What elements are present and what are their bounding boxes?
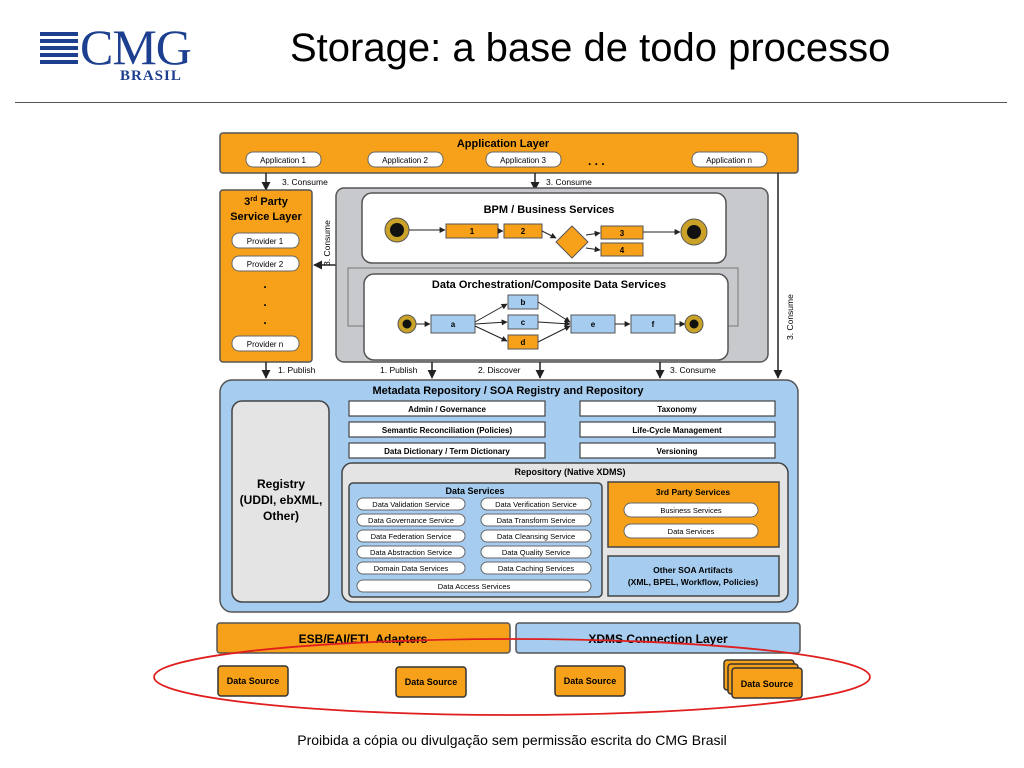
provider-dot-1: . [263, 277, 266, 291]
life-cycle-label: Life-Cycle Management [632, 426, 722, 435]
discover-label: 2. Discover [478, 365, 521, 375]
bpm-step-2: 2 [521, 227, 526, 236]
data-quality-service: Data Quality Service [502, 548, 570, 557]
consume-label-mid: 3. Consume [670, 365, 716, 375]
registry-line-3: Other) [263, 509, 299, 523]
other-soa-artifacts-line2: (XML, BPEL, Workflow, Policies) [628, 577, 759, 587]
business-services-label: Business Services [660, 506, 722, 515]
app-1-label: Application 1 [260, 156, 306, 165]
domain-data-services: Domain Data Services [374, 564, 449, 573]
xdms-label: XDMS Connection Layer [588, 632, 728, 646]
orch-step-a: a [451, 320, 456, 329]
app-3-label: Application 3 [500, 156, 546, 165]
title-divider [15, 102, 1007, 103]
application-layer-title: Application Layer [457, 138, 550, 150]
bpm-step-1: 1 [470, 227, 475, 236]
data-source-2-label: Data Source [405, 677, 458, 687]
data-services-title: Data Services [445, 486, 504, 496]
orch-step-b: b [521, 298, 526, 307]
registry-line-1: Registry [257, 477, 305, 491]
orch-step-f: f [652, 320, 655, 329]
data-governance-service: Data Governance Service [368, 516, 454, 525]
data-source-4-label: Data Source [741, 679, 794, 689]
publish-label-left: 1. Publish [278, 365, 316, 375]
data-services-right-list: Data Verification Service Data Transform… [480, 497, 592, 575]
xdms-layer [515, 622, 801, 654]
data-source-stack: Data Source [723, 659, 803, 699]
repository-title: Repository (Native XDMS) [514, 467, 625, 477]
data-caching-services: Data Caching Services [498, 564, 575, 573]
esb-layer [216, 622, 511, 654]
orch-step-c: c [521, 318, 526, 327]
application-layer: Application Layer Application 1 Applicat… [219, 132, 799, 174]
metadata-title: Metadata Repository / SOA Registry and R… [373, 385, 645, 397]
third-party-service-layer: 3rd Party Service Layer Provider 1 Provi… [219, 189, 313, 363]
footer-notice: Proibida a cópia ou divulgação sem permi… [297, 732, 727, 748]
data-source-3: Data Source [554, 665, 626, 697]
publish-label: 1. Publish [380, 365, 418, 375]
data-cleansing-service: Data Cleansing Service [497, 532, 575, 541]
third-party-data-services-label: Data Services [668, 527, 715, 536]
third-party-services-title: 3rd Party Services [656, 487, 730, 497]
third-party-title-line1: 3rd Party [244, 196, 289, 208]
metadata-repository: Metadata Repository / SOA Registry and R… [219, 379, 799, 613]
provider-1-label: Provider 1 [247, 237, 284, 246]
bpm-title: BPM / Business Services [484, 204, 615, 216]
data-verification-service: Data Verification Service [495, 500, 577, 509]
orch-step-e: e [591, 320, 596, 329]
consume-label-left: 3. Consume [322, 220, 332, 266]
consume-label-right: 3. Consume [785, 294, 795, 340]
provider-n-label: Provider n [247, 340, 283, 349]
orch-step-d: d [521, 338, 526, 347]
provider-dot-3: . [263, 313, 266, 327]
data-federation-service: Data Federation Service [371, 532, 452, 541]
consume-label-1: 3. Consume [282, 177, 328, 187]
esb-label: ESB/EAI/ETL Adapters [299, 632, 428, 646]
bpm-step-3: 3 [620, 229, 625, 238]
data-dictionary-label: Data Dictionary / Term Dictionary [384, 447, 510, 456]
logo-bars-icon [40, 32, 78, 66]
provider-2-label: Provider 2 [247, 260, 284, 269]
taxonomy-label: Taxonomy [657, 405, 697, 414]
logo-text: CMG [80, 19, 192, 75]
data-access-services: Data Access Services [438, 582, 511, 591]
data-source-3-label: Data Source [564, 676, 617, 686]
versioning-label: Versioning [657, 447, 698, 456]
consume-label-2: 3. Consume [546, 177, 592, 187]
semantic-reconciliation-label: Semantic Reconciliation (Policies) [382, 426, 513, 435]
app-ellipsis: . . . [588, 154, 605, 168]
orchestration-title: Data Orchestration/Composite Data Servic… [432, 279, 666, 291]
app-n-label: Application n [706, 156, 752, 165]
third-party-title-line2: Service Layer [230, 211, 302, 223]
data-source-1-label: Data Source [227, 676, 280, 686]
other-soa-artifacts-line1: Other SOA Artifacts [653, 565, 733, 575]
bpm-step-4: 4 [620, 246, 625, 255]
data-source-2: Data Source [395, 666, 467, 698]
data-services-left-list: Data Validation Service Data Governance … [356, 497, 466, 575]
logo-subtitle: BRASIL [120, 68, 182, 84]
provider-dot-2: . [263, 295, 266, 309]
bpm-decision-gateway [555, 225, 589, 259]
data-validation-service: Data Validation Service [372, 500, 449, 509]
bpm-container: BPM / Business Services 1 2 3 4 Data Orc… [335, 187, 769, 363]
data-transform-service: Data Transform Service [497, 516, 576, 525]
highlight-ellipse [153, 638, 871, 716]
slide-title: Storage: a base de todo processo [290, 26, 891, 70]
registry-line-2: (UDDI, ebXML, [240, 493, 323, 507]
app-2-label: Application 2 [382, 156, 428, 165]
data-source-1: Data Source [217, 665, 289, 697]
admin-governance-label: Admin / Governance [408, 405, 486, 414]
data-abstraction-service: Data Abstraction Service [370, 548, 452, 557]
